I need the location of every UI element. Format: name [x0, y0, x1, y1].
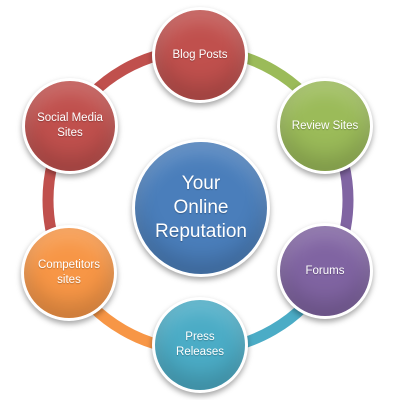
- node-competitors-sites-label: Competitors sites: [38, 259, 100, 286]
- node-review-sites: Review Sites: [277, 78, 373, 174]
- node-forums: Forums: [277, 223, 373, 319]
- node-blog-posts: Blog Posts: [152, 7, 248, 103]
- node-blog-posts-label: Blog Posts: [172, 48, 228, 61]
- node-social-media-sites: Social Media Sites: [22, 78, 118, 174]
- node-social-media-sites-label: Social Media Sites: [37, 112, 103, 139]
- node-forums-label: Forums: [305, 264, 345, 277]
- node-review-sites-label: Review Sites: [291, 119, 359, 132]
- center-node-online-reputation: Your Online Reputation: [132, 139, 270, 277]
- node-press-releases-label: Press Releases: [176, 331, 224, 358]
- center-node-label: Your Online Reputation: [155, 173, 247, 242]
- node-competitors-sites: Competitors sites: [21, 225, 117, 321]
- node-press-releases: Press Releases: [152, 297, 248, 393]
